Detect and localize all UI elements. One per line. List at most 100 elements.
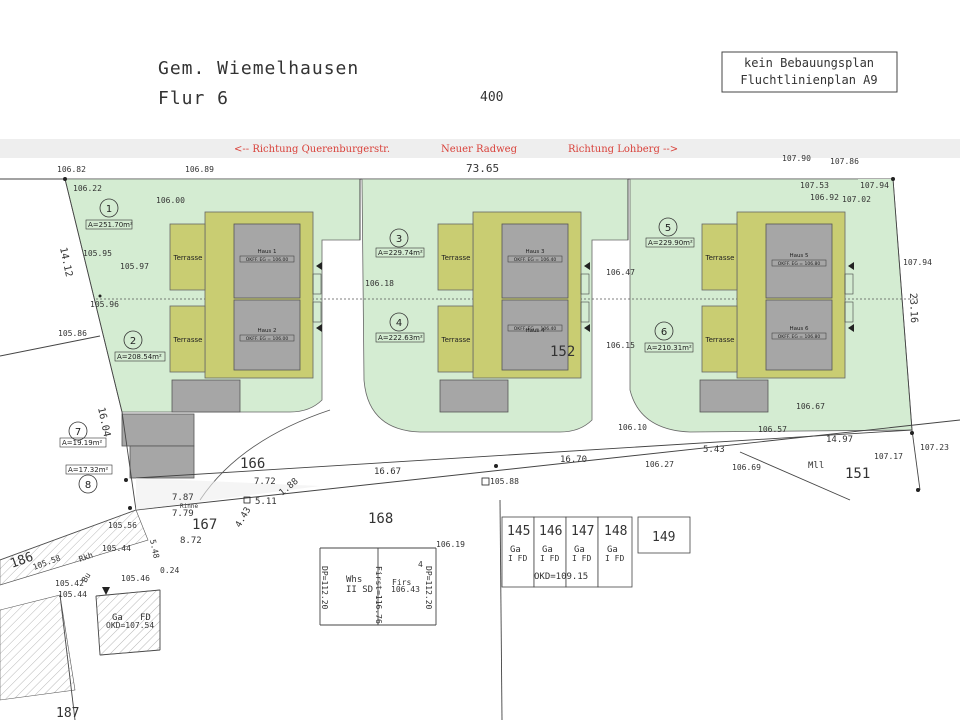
garage-okd: OKD=109.15 <box>534 572 588 582</box>
label-firs: Firs <box>392 578 411 587</box>
house-okff-3: OKFF. EG = 106.40 <box>514 257 557 263</box>
house-block-1: Terrasse Terrasse Haus 1 OKFF. EG = 106.… <box>169 211 322 413</box>
lot-number-1: 1 <box>106 204 112 215</box>
level-label: 107.94 <box>860 181 889 190</box>
plan-note-box <box>721 51 898 93</box>
parcel-146: 146 <box>539 524 562 539</box>
level-label: 105.44 <box>102 544 131 553</box>
level-label: 106.27 <box>645 460 674 469</box>
label-fd-lower: FD <box>140 613 151 623</box>
flur-title: Flur 6 <box>158 88 229 109</box>
carport-3 <box>699 379 769 413</box>
level-label: 106.00 <box>156 196 185 205</box>
lot-area-label-7: A=19.19m² <box>62 439 103 447</box>
level-label: 106.18 <box>365 279 394 288</box>
lot-number-4: 4 <box>396 318 402 329</box>
entrance-arrow-icon <box>316 262 322 270</box>
level-label: 107.94 <box>903 258 932 267</box>
level-label: 105.88 <box>490 477 519 486</box>
lot-number-6: 6 <box>661 327 667 338</box>
house-name-2: Haus 2 <box>257 328 276 334</box>
label-okd-lower: OKD=107.54 <box>106 621 154 630</box>
garage-row: 145 146 147 148 149 Ga Ga Ga Ga I FD I F… <box>501 516 691 588</box>
terrace-label-3: Terrasse <box>441 254 471 262</box>
level-label: 106.89 <box>185 165 214 174</box>
house-1 <box>233 223 301 299</box>
misc-labels: Mll Whs II SD First=116.76 Firs DP=112.2… <box>78 461 825 630</box>
garage-fd-4: I FD <box>605 554 624 563</box>
level-label: 107.23 <box>920 443 949 452</box>
lot-number-3: 3 <box>396 234 402 245</box>
level-label: 106.69 <box>732 463 761 472</box>
dimension-label: 7.87 <box>172 493 194 503</box>
plan-note-line1: kein Bebauungsplan <box>744 56 874 70</box>
label-ga-lower: Ga <box>112 613 123 623</box>
house-3 <box>501 223 569 299</box>
parking-8 <box>129 445 195 479</box>
house-okff-1: OKFF. EG = 106.00 <box>246 257 289 263</box>
lot-area-label-5: A=229.90m² <box>648 239 693 247</box>
dimension-label: 14.97 <box>826 435 853 445</box>
level-label: 107.53 <box>800 181 829 190</box>
road-band <box>0 139 960 158</box>
dimension-label: 4.43 <box>234 506 254 530</box>
survey-point-icon <box>481 477 490 486</box>
entrance-arrow-icon <box>848 324 854 332</box>
label-dp-right: DP=112.20 <box>424 566 433 610</box>
dimension-label: 0.24 <box>160 566 179 575</box>
corner-area <box>858 179 897 240</box>
road-label-center: Neuer Radweg <box>441 144 518 155</box>
house-okff-6: OKFF. EG = 106.80 <box>778 334 821 340</box>
level-label: 106.43 <box>391 585 420 594</box>
level-label: 106.22 <box>73 184 102 193</box>
house-4 <box>501 299 569 371</box>
garage-ga-4: Ga <box>607 545 618 555</box>
path-shade <box>136 478 320 510</box>
lot-number-2: 2 <box>130 336 136 347</box>
dimension-label: 16.04 <box>95 406 112 438</box>
lot-area-label-2: A=208.54m² <box>117 353 162 361</box>
dimension-label: 16.67 <box>374 467 401 477</box>
parcel-145: 145 <box>507 524 530 539</box>
level-label: 105.44 <box>58 590 87 599</box>
parcel-152: 152 <box>550 344 575 360</box>
level-label: 106.15 <box>606 341 635 350</box>
dimension-label: 23.16 <box>907 293 919 323</box>
terrace-label-2: Terrasse <box>173 336 203 344</box>
house-name-1: Haus 1 <box>257 249 276 255</box>
terrace-label-5: Terrasse <box>705 254 735 262</box>
level-label: 105.86 <box>58 329 87 338</box>
terrace-label-4: Terrasse <box>441 336 471 344</box>
road-label-left: <-- Richtung Querenburgerstr. <box>234 144 390 155</box>
dimension-label: 16.70 <box>560 455 587 465</box>
garage-fd-1: I FD <box>508 554 527 563</box>
level-label: 107.90 <box>782 154 811 163</box>
corner-points <box>63 177 920 510</box>
level-label: 106.19 <box>436 540 465 549</box>
label-whs-sd: II SD <box>346 585 373 595</box>
label-four: 4 <box>418 560 423 569</box>
house-okff-4: OKFF. EG = 106.40 <box>514 326 557 332</box>
triangle-marker-icon <box>102 587 110 595</box>
terrace-4 <box>437 305 474 373</box>
level-label: 106.92 <box>810 193 839 202</box>
level-label: 105.46 <box>121 574 150 583</box>
parcel-187: 187 <box>56 706 79 720</box>
parcel-149: 149 <box>652 530 675 545</box>
level-label: 106.10 <box>618 423 647 432</box>
entrance-arrow-icon <box>316 324 322 332</box>
terrace-5 <box>701 223 738 291</box>
level-label: 107.02 <box>842 195 871 204</box>
garage-fd-2: I FD <box>540 554 559 563</box>
entrance-arrow-icon <box>848 262 854 270</box>
road-label-right: Richtung Lohberg --> <box>568 144 678 155</box>
house-name-5: Haus 5 <box>789 253 809 259</box>
level-label: 106.47 <box>606 268 635 277</box>
level-label: 107.17 <box>874 452 903 461</box>
dimension-label: 73.65 <box>466 162 499 175</box>
terrace-label-6: Terrasse <box>705 336 735 344</box>
garage-fd-3: I FD <box>572 554 591 563</box>
label-mll: Mll <box>808 461 824 471</box>
plan-note-line2: Fluchtlinienplan A9 <box>740 73 877 87</box>
label-first: First=116.76 <box>374 566 383 624</box>
